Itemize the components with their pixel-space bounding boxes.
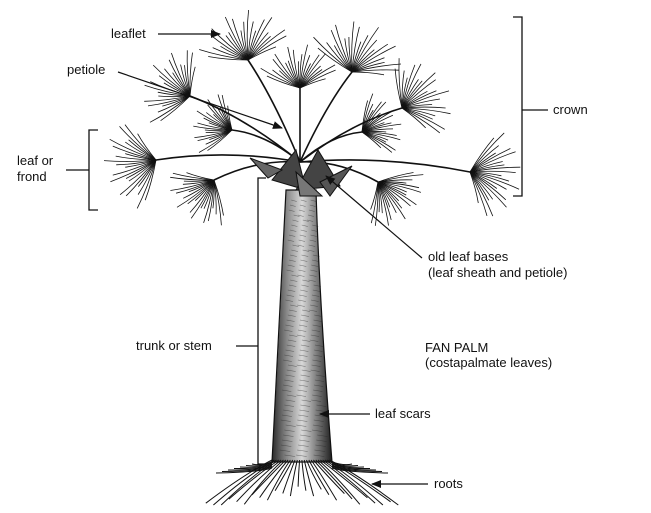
label-leaf-or-frond-line2: frond xyxy=(17,169,47,184)
frond xyxy=(300,22,401,163)
trunk-or-stem-bracket xyxy=(236,178,266,464)
petiole-arrow xyxy=(118,72,282,128)
label-leaf-scars: leaf scars xyxy=(375,406,431,421)
palm-trunk xyxy=(272,190,332,462)
crown-bracket xyxy=(513,17,548,196)
caption-subtitle: (costapalmate leaves) xyxy=(425,355,552,370)
caption-title: FAN PALM xyxy=(425,340,488,355)
label-old-leaf-bases-line1: old leaf bases xyxy=(428,249,509,264)
label-old-leaf-bases-line2: (leaf sheath and petiole) xyxy=(428,265,567,280)
leaf-or-frond-bracket xyxy=(66,130,98,210)
label-trunk-or-stem: trunk or stem xyxy=(136,338,212,353)
label-leaf-or-frond-line1: leaf or xyxy=(17,153,54,168)
label-crown: crown xyxy=(553,102,588,117)
label-roots: roots xyxy=(434,476,463,491)
palm-roots xyxy=(206,460,398,505)
label-leaflet: leaflet xyxy=(111,26,146,41)
label-petiole: petiole xyxy=(67,62,105,77)
frond xyxy=(199,10,300,162)
